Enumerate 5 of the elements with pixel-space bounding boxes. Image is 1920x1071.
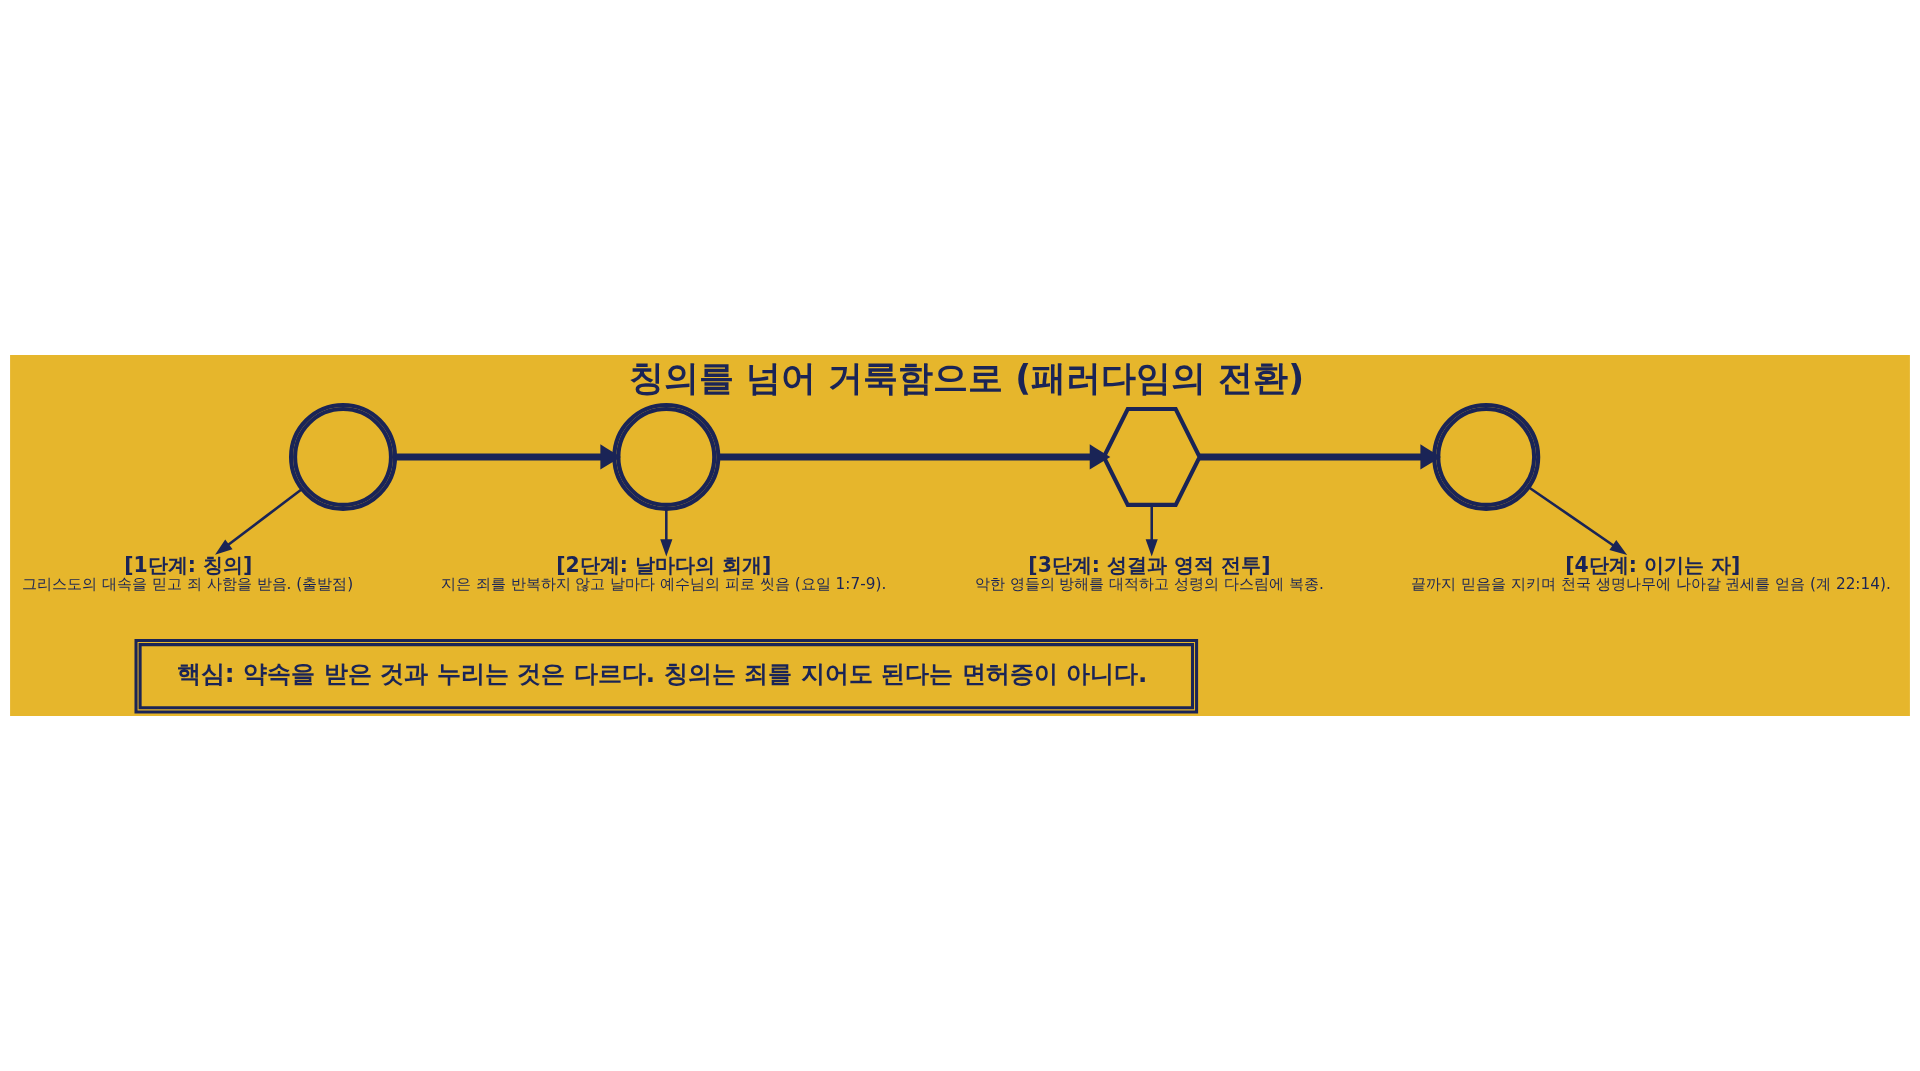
node-text: [3단계: 성결과 영적 전투] 악한 영들의 방해를 대적하고 성령의 다스림에 복종.: [974, 553, 1324, 593]
node-text: [2단계: 날마다의 회개] 지은 죄를 반복하지 않고 날마다 예수님의 피로 씻음 (요일 1:7-9).: [440, 553, 887, 593]
node-text: [1단계: 칭의] 그리스도의 대속을 믿고 죄 사함을 받음. (출발점): [22, 553, 354, 593]
node-text: [4단계: 이기는 자] 끝까지 믿음을 지키며 천국 생명나무에 나아갈 권세를 얻음 (계 22:14).: [1411, 553, 1891, 593]
diagram-title: 칭의를 넘어 거룩함으로 (패러다임의 전환): [629, 357, 1305, 398]
